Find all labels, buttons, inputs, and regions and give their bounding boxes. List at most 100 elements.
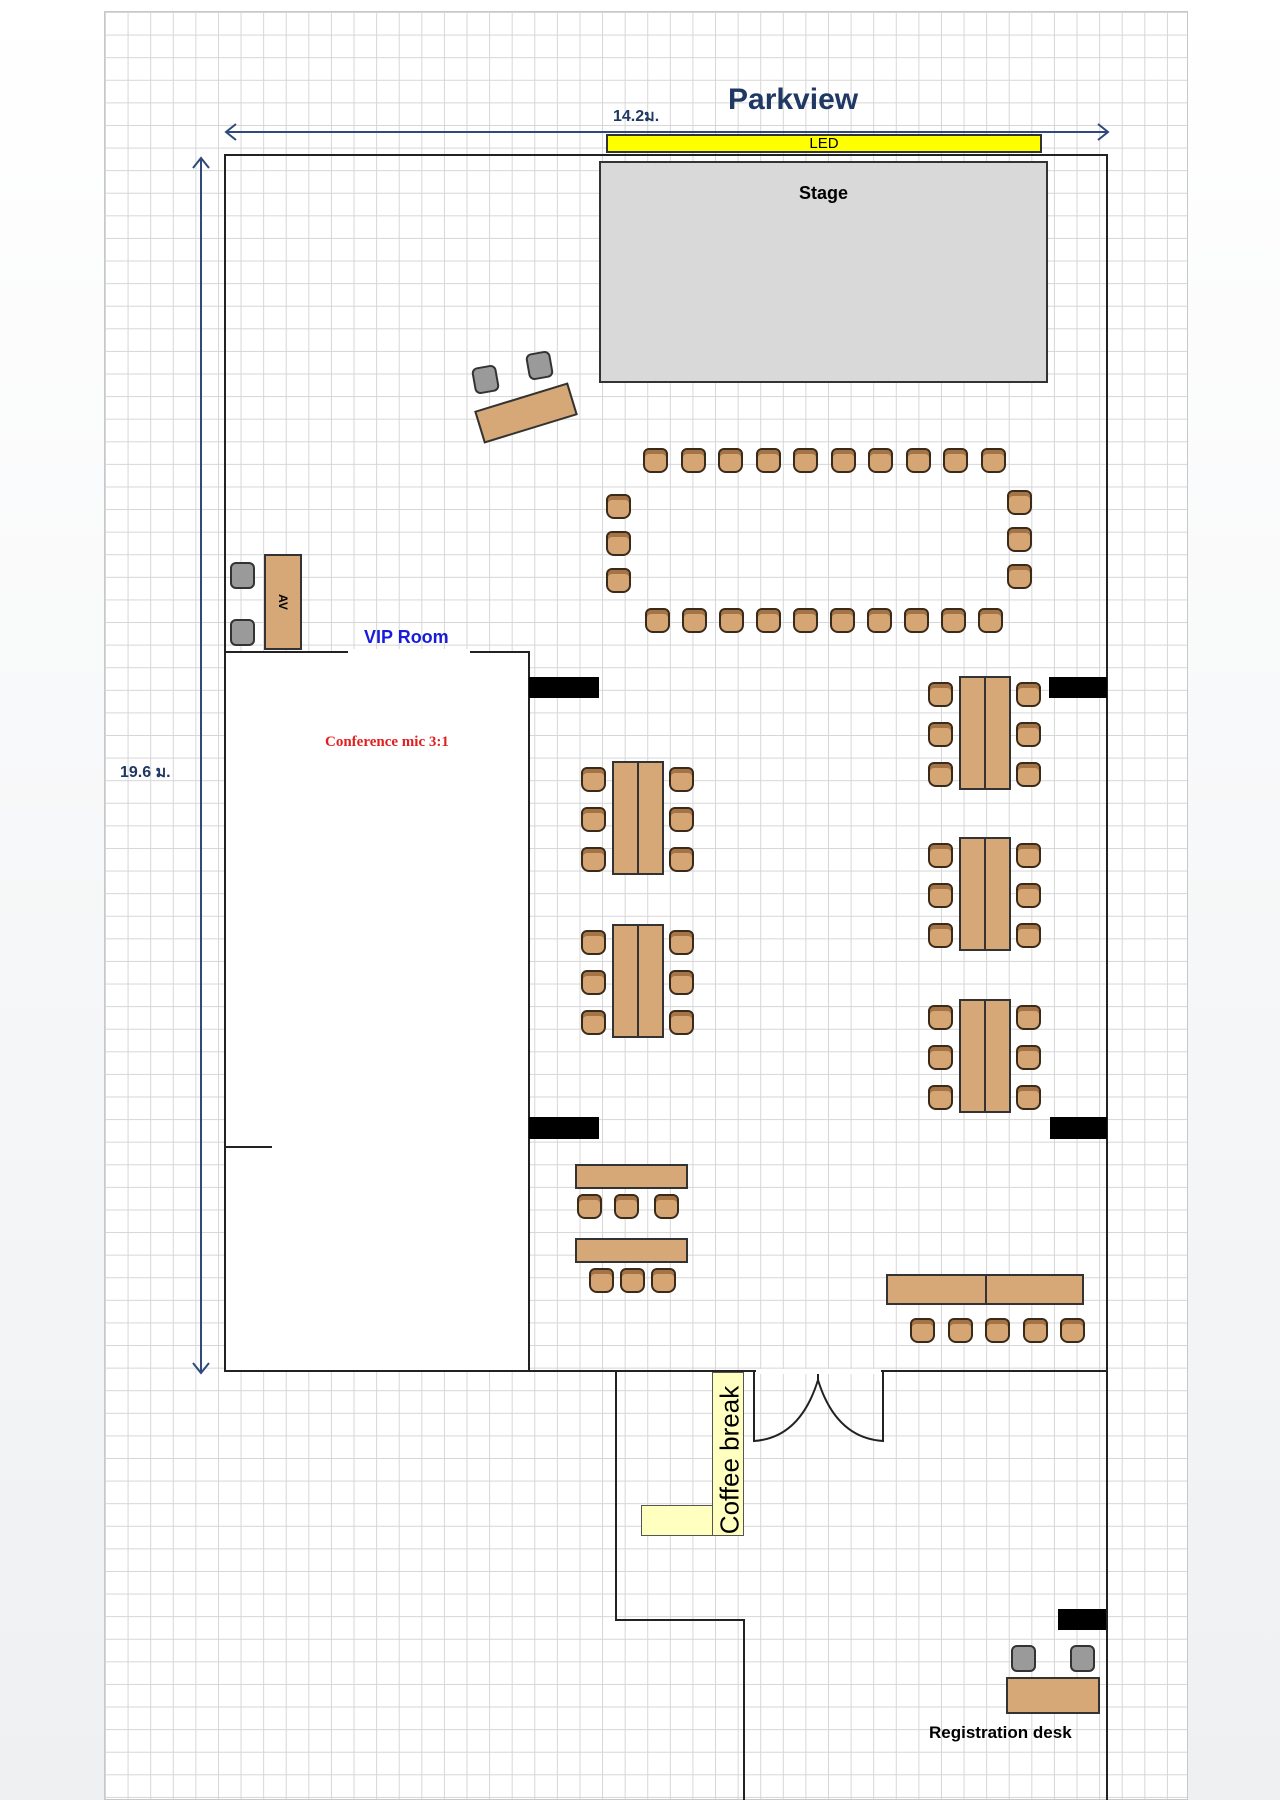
stage: Stage [599, 161, 1048, 383]
main-door-gap [756, 1369, 881, 1374]
meeting-chair [581, 807, 606, 832]
meeting-chair [1016, 1045, 1041, 1070]
meeting-table [959, 999, 1011, 1113]
meeting-table [959, 837, 1011, 951]
meeting-chair [928, 762, 953, 787]
theater-chair [1007, 527, 1032, 552]
meeting-chair [581, 970, 606, 995]
pillar [1049, 677, 1107, 698]
side-chair [651, 1268, 676, 1293]
meeting-chair [1016, 682, 1041, 707]
meeting-chair [1016, 843, 1041, 868]
meeting-chair [669, 1010, 694, 1035]
long-table-chair [1022, 1318, 1048, 1343]
wall [615, 1371, 617, 1619]
theater-chair [978, 608, 1003, 633]
meeting-chair [669, 767, 694, 792]
meeting-chair [1016, 883, 1041, 908]
theater-chair [830, 608, 855, 633]
theater-chair [682, 608, 707, 633]
side-chair [614, 1194, 639, 1219]
theater-chair [643, 448, 668, 473]
meeting-chair [1016, 762, 1041, 787]
meeting-chair [669, 807, 694, 832]
theater-chair [830, 448, 856, 473]
long-table-chair [910, 1318, 935, 1343]
side-table [575, 1238, 688, 1263]
theater-chair [756, 608, 781, 633]
long-table-chair [1060, 1318, 1085, 1343]
theater-chair [793, 448, 818, 473]
theater-chair [606, 494, 631, 519]
meeting-chair [669, 930, 694, 955]
av-desk: AV [264, 554, 302, 650]
meeting-chair [1016, 1005, 1041, 1030]
theater-chair [980, 448, 1006, 473]
meeting-chair [928, 923, 953, 948]
meeting-chair [928, 1005, 953, 1030]
desk-chair [524, 350, 555, 381]
registration-desk [1006, 1677, 1100, 1714]
wall [743, 1619, 745, 1800]
theater-chair [755, 448, 781, 473]
desk-chair [470, 364, 501, 395]
meeting-chair [928, 1045, 953, 1070]
meeting-chair [928, 1085, 953, 1110]
coffee-break-counter [712, 1372, 744, 1536]
wall [1106, 1371, 1108, 1800]
theater-chair [1007, 564, 1032, 589]
long-table-chair [947, 1318, 973, 1343]
meeting-chair [1016, 1085, 1041, 1110]
vip-door-gap [348, 649, 470, 655]
theater-chair [718, 448, 743, 473]
vip-inner-wall [224, 1146, 272, 1148]
height-dimension-label: 19.6 ม. [120, 764, 171, 781]
theater-chair [905, 448, 931, 473]
side-chair [654, 1194, 679, 1219]
meeting-chair [928, 843, 953, 868]
meeting-chair [669, 847, 694, 872]
pillar [529, 1117, 599, 1139]
meeting-chair [581, 1010, 606, 1035]
conference-mic-label: Conference mic 3:1 [325, 734, 449, 750]
registration-chair [1011, 1645, 1036, 1672]
venue-title: Parkview [728, 83, 859, 116]
av-chair [230, 562, 255, 589]
meeting-chair [1016, 722, 1041, 747]
side-chair [620, 1268, 645, 1293]
meeting-chair [1016, 923, 1041, 948]
vip-room [224, 651, 530, 1372]
meeting-table [612, 924, 664, 1038]
width-dimension-label: 14.2ม. [613, 108, 660, 125]
pillar [529, 677, 599, 698]
vip-room-label: VIP Room [364, 627, 449, 647]
meeting-chair [928, 722, 953, 747]
registration-chair [1070, 1645, 1095, 1672]
meeting-table [612, 761, 664, 875]
theater-chair [606, 531, 631, 556]
theater-chair [680, 448, 706, 473]
long-table [886, 1274, 1084, 1305]
meeting-chair [669, 970, 694, 995]
stage-label: Stage [798, 183, 849, 203]
meeting-table [959, 676, 1011, 790]
meeting-chair [581, 767, 606, 792]
theater-chair [606, 568, 631, 593]
theater-chair [1007, 490, 1032, 515]
meeting-chair [928, 682, 953, 707]
theater-chair [904, 608, 929, 633]
av-chair [230, 619, 255, 646]
meeting-chair [581, 930, 606, 955]
theater-chair [793, 608, 818, 633]
meeting-chair [928, 883, 953, 908]
coffee-break-label: Coffee break [714, 1385, 745, 1535]
meeting-chair [581, 847, 606, 872]
pillar [1058, 1609, 1106, 1630]
theater-chair [868, 448, 893, 473]
theater-chair [867, 608, 892, 633]
pillar [1050, 1117, 1107, 1139]
side-chair [589, 1268, 614, 1293]
led-label: LED [809, 135, 839, 152]
theater-chair [719, 608, 744, 633]
theater-chair [941, 608, 966, 633]
